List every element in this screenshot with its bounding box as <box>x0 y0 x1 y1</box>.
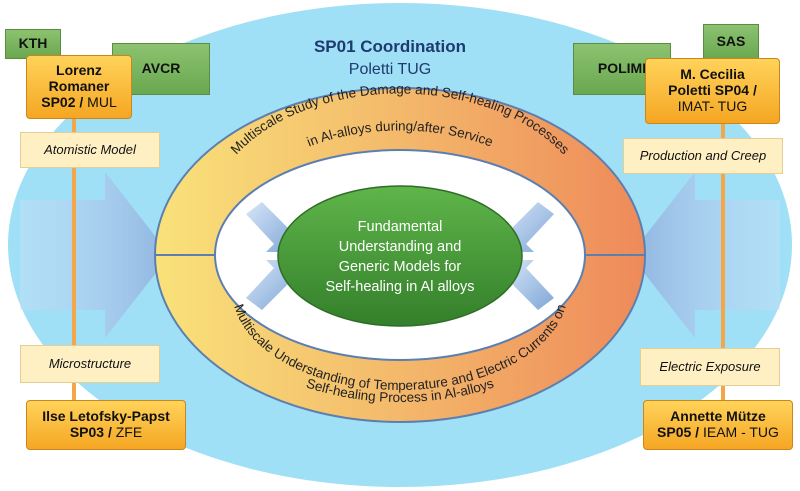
center-text-line4: Self-healing in Al alloys <box>325 279 474 295</box>
center-text-line3: Generic Models for <box>339 259 462 275</box>
coordination-subtitle: Poletti TUG <box>348 61 432 78</box>
center-text-line1: Fundamental <box>358 219 443 235</box>
sp03-code: SP03 <box>69 424 105 440</box>
sp02-name-2: Romaner <box>48 78 110 95</box>
sp05-name: Annette Mütze <box>670 408 766 425</box>
sp02-code: SP02 <box>41 93 76 110</box>
center-ellipse <box>277 185 523 327</box>
left-connector-line <box>72 115 76 405</box>
project-sp04-box: M. Cecilia Poletti SP04 / IMAT- TUG <box>645 58 780 124</box>
sp03-affiliation: SP03 / ZFE <box>69 424 143 441</box>
sp05-org: IEAM - TUG <box>702 424 779 440</box>
topic-electric-exposure: Electric Exposure <box>640 348 780 386</box>
sp04-org: IMAT- TUG <box>677 97 748 114</box>
sp04-name-2: Poletti SP04 / <box>668 82 757 99</box>
project-sp05-box: Annette Mütze SP05 / IEAM - TUG <box>643 400 793 450</box>
partner-sas: SAS <box>703 24 759 60</box>
sp04-name-1: M. Cecilia <box>680 66 745 83</box>
coordination-title: SP01 Coordination <box>313 37 467 56</box>
right-big-arrow <box>630 172 780 338</box>
project-sp03-box: Ilse Letofsky-Papst SP03 / ZFE <box>26 400 186 450</box>
project-sp02-box: Lorenz Romaner SP02 / MUL <box>26 55 132 119</box>
center-text-line2: Understanding and <box>339 239 462 255</box>
sp05-code: SP05 <box>657 424 692 440</box>
sp02-affiliation: SP02 / MUL <box>41 93 117 111</box>
sp05-sep: / <box>691 424 703 440</box>
topic-atomistic-model: Atomistic Model <box>20 132 160 168</box>
sp05-affiliation: SP05 / IEAM - TUG <box>657 424 779 441</box>
sp02-sep: / <box>75 93 88 110</box>
sp02-org: MUL <box>87 93 117 110</box>
right-connector-line <box>721 115 725 405</box>
topic-microstructure: Microstructure <box>20 345 160 383</box>
sp02-name-1: Lorenz <box>56 62 102 79</box>
sp03-sep: / <box>104 424 116 440</box>
topic-production-creep: Production and Creep <box>623 138 783 174</box>
sp03-org: ZFE <box>115 424 143 440</box>
partner-kth: KTH <box>5 29 61 59</box>
sp03-name: Ilse Letofsky-Papst <box>42 408 170 425</box>
left-big-arrow <box>20 172 170 338</box>
